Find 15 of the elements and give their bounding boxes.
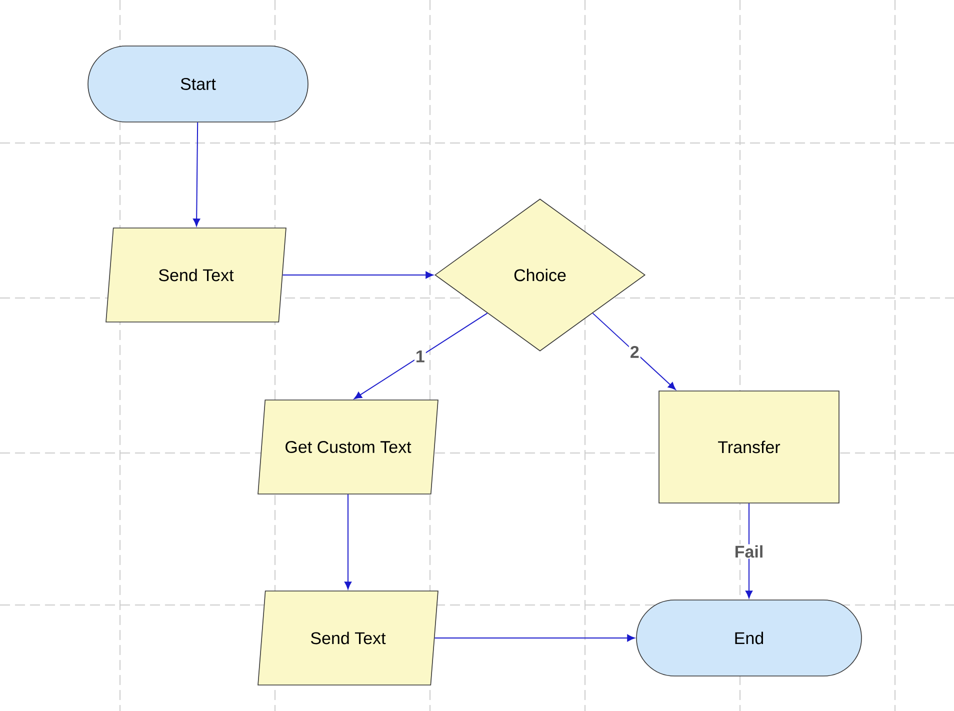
arrow: [745, 502, 753, 598]
edge-label: Fail: [733, 544, 765, 559]
arrow: [344, 494, 352, 590]
arrow: [354, 312, 488, 400]
arrow: [282, 271, 434, 279]
edge-label: 1: [414, 350, 426, 364]
terminal-box: End: [636, 600, 862, 676]
data-parallelogram: Send Text: [258, 590, 438, 686]
data-parallelogram: Send Text: [106, 228, 286, 322]
terminal-box: Start: [88, 46, 308, 122]
arrow: [193, 122, 200, 226]
data-parallelogram: Get Custom Text: [258, 400, 438, 494]
arrow: [434, 634, 635, 642]
arrow: [592, 312, 676, 390]
process-box: Transfer: [658, 390, 840, 504]
